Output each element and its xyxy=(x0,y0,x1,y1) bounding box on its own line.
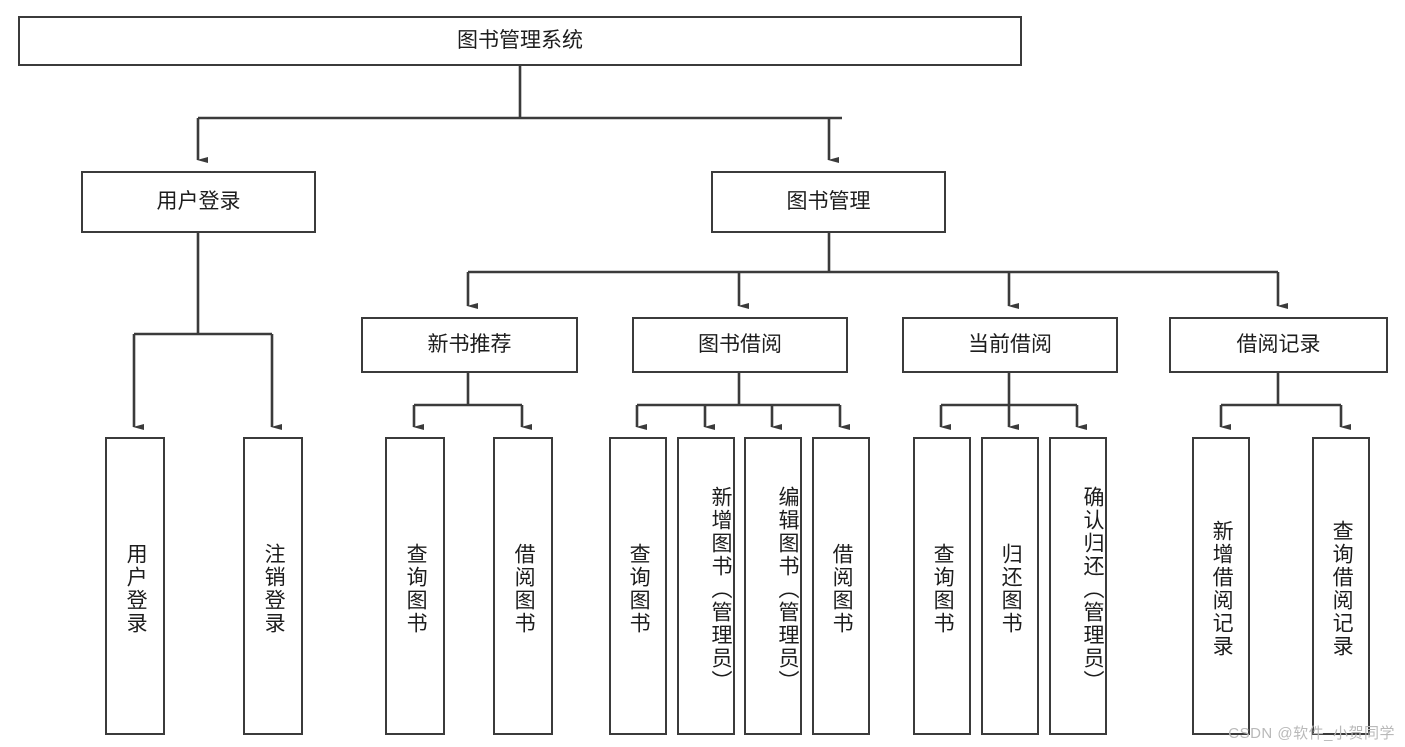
leaf-user-login-logout[interactable]: 注销登录 xyxy=(243,437,303,735)
csdn-watermark: CSDN @软件_小贺同学 xyxy=(1228,725,1395,742)
leaf-current-borrow-confirm-return-admin[interactable]: 确认归还（管理员） xyxy=(1049,437,1107,735)
node-user-login[interactable]: 用户登录 xyxy=(81,171,316,233)
leaf-book-borrow-query-books[interactable]: 查询图书 xyxy=(609,437,667,735)
leaf-current-borrow-return-books[interactable]: 归还图书 xyxy=(981,437,1039,735)
leaf-new-book-borrow-books[interactable]: 借阅图书 xyxy=(493,437,553,735)
leaf-current-borrow-query-books[interactable]: 查询图书 xyxy=(913,437,971,735)
leaf-borrow-record-query-record[interactable]: 查询借阅记录 xyxy=(1312,437,1370,735)
node-current-borrow[interactable]: 当前借阅 xyxy=(902,317,1118,373)
leaf-borrow-record-add-record[interactable]: 新增借阅记录 xyxy=(1192,437,1250,735)
leaf-book-borrow-edit-book-admin[interactable]: 编辑图书（管理员） xyxy=(744,437,802,735)
node-borrow-record[interactable]: 借阅记录 xyxy=(1169,317,1388,373)
node-new-book-recommend[interactable]: 新书推荐 xyxy=(361,317,578,373)
node-root-book-management-system[interactable]: 图书管理系统 xyxy=(18,16,1022,66)
node-book-management[interactable]: 图书管理 xyxy=(711,171,946,233)
leaf-book-borrow-add-book-admin[interactable]: 新增图书（管理员） xyxy=(677,437,735,735)
leaf-user-login-login[interactable]: 用户登录 xyxy=(105,437,165,735)
node-book-borrow[interactable]: 图书借阅 xyxy=(632,317,848,373)
leaf-new-book-query-books[interactable]: 查询图书 xyxy=(385,437,445,735)
leaf-book-borrow-borrow-books[interactable]: 借阅图书 xyxy=(812,437,870,735)
